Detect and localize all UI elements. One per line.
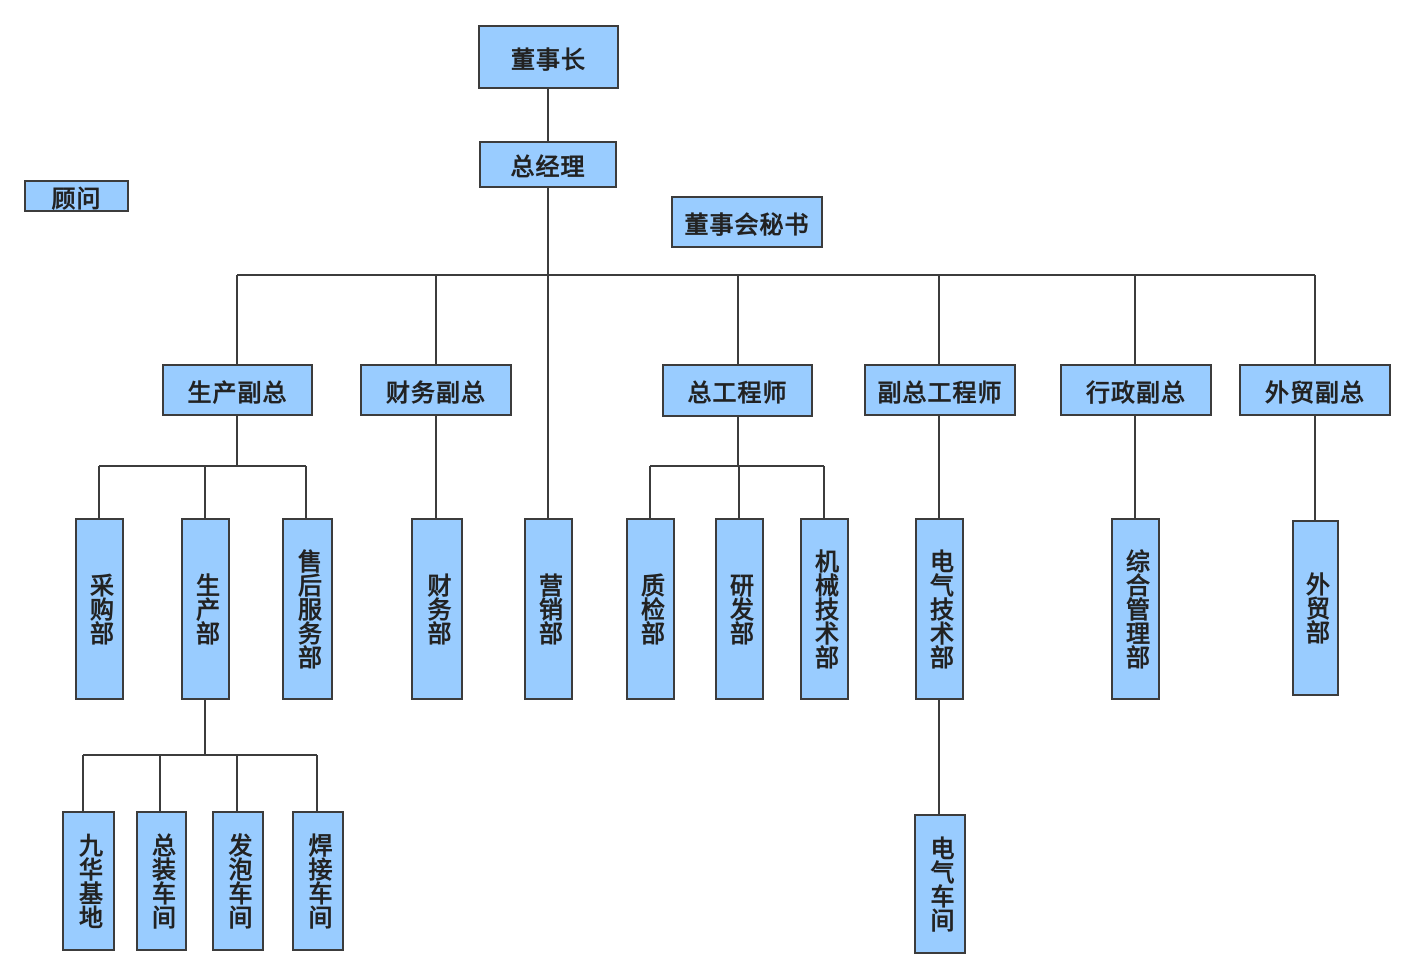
dept-general-mgmt-box: 综合管理部 <box>1111 518 1160 700</box>
vp-production-box: 生产副总 <box>162 364 313 416</box>
dept-purchasing-box: 采购部 <box>75 518 124 700</box>
chairman-box: 董事长 <box>478 25 619 89</box>
dept-mech-tech-box: 机械技术部 <box>800 518 849 700</box>
board-secretary-box: 董事会秘书 <box>671 196 823 248</box>
unit-jiuhua-base-box: 九华基地 <box>62 811 115 951</box>
advisor-box: 顾问 <box>24 180 129 213</box>
dept-rnd-box: 研发部 <box>715 518 764 700</box>
dept-after-sales-box: 售后服务部 <box>282 518 333 700</box>
unit-assembly-workshop-box: 总装车间 <box>136 811 187 951</box>
vp-finance-box: 财务副总 <box>360 364 512 416</box>
dept-foreign-trade-box: 外贸部 <box>1292 520 1339 696</box>
dept-marketing-box: 营销部 <box>524 518 573 700</box>
dept-elec-tech-box: 电气技术部 <box>915 518 964 700</box>
dept-finance-box: 财务部 <box>411 518 463 700</box>
unit-welding-workshop-box: 焊接车间 <box>292 811 344 951</box>
vp-admin-box: 行政副总 <box>1060 364 1212 416</box>
vp-foreign-trade-box: 外贸副总 <box>1239 364 1391 416</box>
general-manager-box: 总经理 <box>479 141 617 188</box>
chief-engineer-box: 总工程师 <box>662 364 813 417</box>
dept-production-box: 生产部 <box>181 518 230 700</box>
unit-foaming-workshop-box: 发泡车间 <box>212 811 264 951</box>
dept-quality-box: 质检部 <box>626 518 675 700</box>
deputy-chief-engineer-box: 副总工程师 <box>864 364 1016 416</box>
unit-electrical-workshop-box: 电气车间 <box>914 814 966 954</box>
